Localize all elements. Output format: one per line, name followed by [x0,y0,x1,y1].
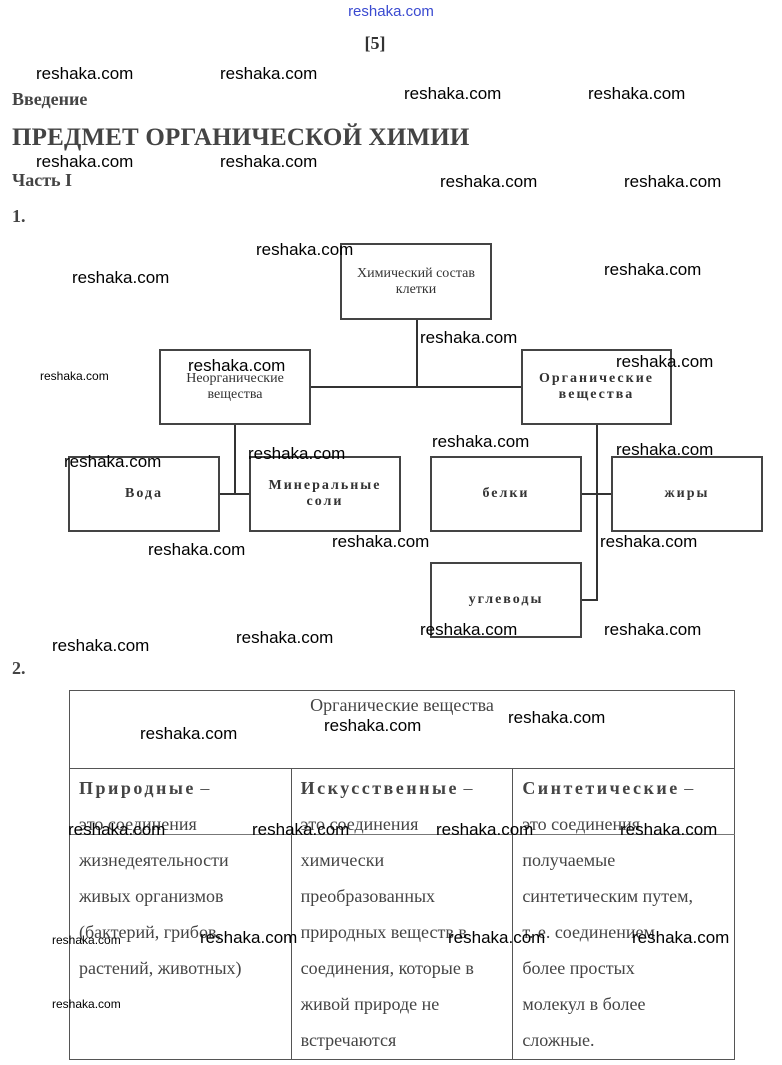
dash: – [679,778,694,798]
table-line: живой природе не [300,994,440,1014]
watermark: reshaka.com [588,84,686,103]
table-line: жизнедеятельности [79,850,229,870]
watermark: reshaka.com [448,928,546,947]
column-title-natural: Природные [79,778,196,798]
box-mineral-salts: Минеральные соли [249,456,401,532]
watermark: reshaka.com [188,356,286,375]
organic-substances-table: Органические вещества Природные – это со… [69,690,735,1060]
box-water: Вода [68,456,220,532]
box-inorganic: Неорганические вещества [159,349,311,425]
table-inner-rule [69,834,735,835]
table-line: это соединения [522,814,641,834]
watermark: reshaka.com [324,716,422,735]
table-line: более простых [522,958,635,978]
watermark: reshaka.com [436,820,534,839]
connector-water-salts [219,493,250,495]
table-line: соединения, которые в [300,958,474,978]
table-line: это соединения [79,814,197,834]
table-line: природных веществ в [300,922,467,942]
watermark: reshaka.com [440,172,538,191]
watermark: reshaka.com [420,620,518,639]
watermark: reshaka.com [236,628,334,647]
watermark: reshaka.com [632,928,730,947]
table-line: получаемые [522,850,616,870]
table-header: Органические вещества [69,690,735,769]
watermark: reshaka.com [420,328,518,347]
watermark: reshaka.com [68,820,166,839]
table-cell-synthetic: Синтетические – это соединения получаемы… [512,768,735,1060]
table-line: синтетическим путем, [522,886,694,906]
page-title: ПРЕДМЕТ ОРГАНИЧЕСКОЙ ХИМИИ [12,124,470,151]
watermark: reshaka.com [604,260,702,279]
connector-organic-down [596,424,598,600]
watermark: reshaka.com [404,84,502,103]
table-line: (бактерий, грибов, [79,922,221,942]
column-title-synthetic: Синтетические [522,778,680,798]
table-line: встречаются [300,1030,397,1050]
watermark: reshaka.com [36,152,134,171]
watermark: reshaka.com [52,636,150,655]
box-carbohydrates: углеводы [430,562,582,638]
column-title-artificial: Искусственные [300,778,460,798]
watermark: reshaka.com [148,540,246,559]
watermark: reshaka.com [252,820,350,839]
watermark: reshaka.com [620,820,718,839]
connector-root-down [416,318,418,388]
question-1-number: 1. [12,206,26,226]
box-organic: Органические вещества [521,349,672,425]
table-line: т. е. соединением [522,922,655,942]
box-cell-composition: Химический состав клетки [340,243,492,320]
box-proteins: белки [430,456,582,532]
watermark: reshaka.com [72,268,170,287]
question-2-number: 2. [12,658,26,678]
watermark: reshaka.com [508,708,606,727]
connector-carbs [581,599,598,601]
watermark: reshaka.com [52,997,121,1011]
connector-root-horizontal [310,386,522,388]
table-line: растений, животных) [79,958,242,978]
watermark: reshaka.com [64,452,162,471]
watermark: reshaka.com [52,933,121,947]
table-line: преобразованных [300,886,436,906]
watermark: reshaka.com [256,240,354,259]
watermark: reshaka.com [200,928,298,947]
page-number: [5] [364,33,386,53]
table-cell-artificial: Искусственные – это соединения химически… [290,768,514,1060]
connector-inorganic-down [234,424,236,494]
watermark: reshaka.com [248,444,346,463]
watermark: reshaka.com [604,620,702,639]
table-line: живых организмов [79,886,224,906]
watermark: reshaka.com [220,152,318,171]
connector-proteins-fats [581,493,612,495]
table-line: это соединения [300,814,419,834]
table-line: химически [300,850,385,870]
watermark: reshaka.com [36,64,134,83]
watermark: reshaka.com [616,352,714,371]
watermark: reshaka.com [220,64,318,83]
table-line: молекул в более [522,994,646,1014]
watermark: reshaka.com [600,532,698,551]
watermark: reshaka.com [432,432,530,451]
section-intro: Введение [12,89,88,109]
site-link-top[interactable]: reshaka.com [348,3,434,20]
dash: – [459,778,473,798]
watermark: reshaka.com [40,369,109,383]
box-fats: жиры [611,456,763,532]
watermark: reshaka.com [624,172,722,191]
dash: – [195,778,210,798]
table-line: сложные. [522,1030,595,1050]
watermark: reshaka.com [140,724,238,743]
watermark: reshaka.com [616,440,714,459]
part-heading: Часть I [12,170,73,190]
table-cell-natural: Природные – это соединения жизнедеятельн… [69,768,292,1060]
watermark: reshaka.com [332,532,430,551]
